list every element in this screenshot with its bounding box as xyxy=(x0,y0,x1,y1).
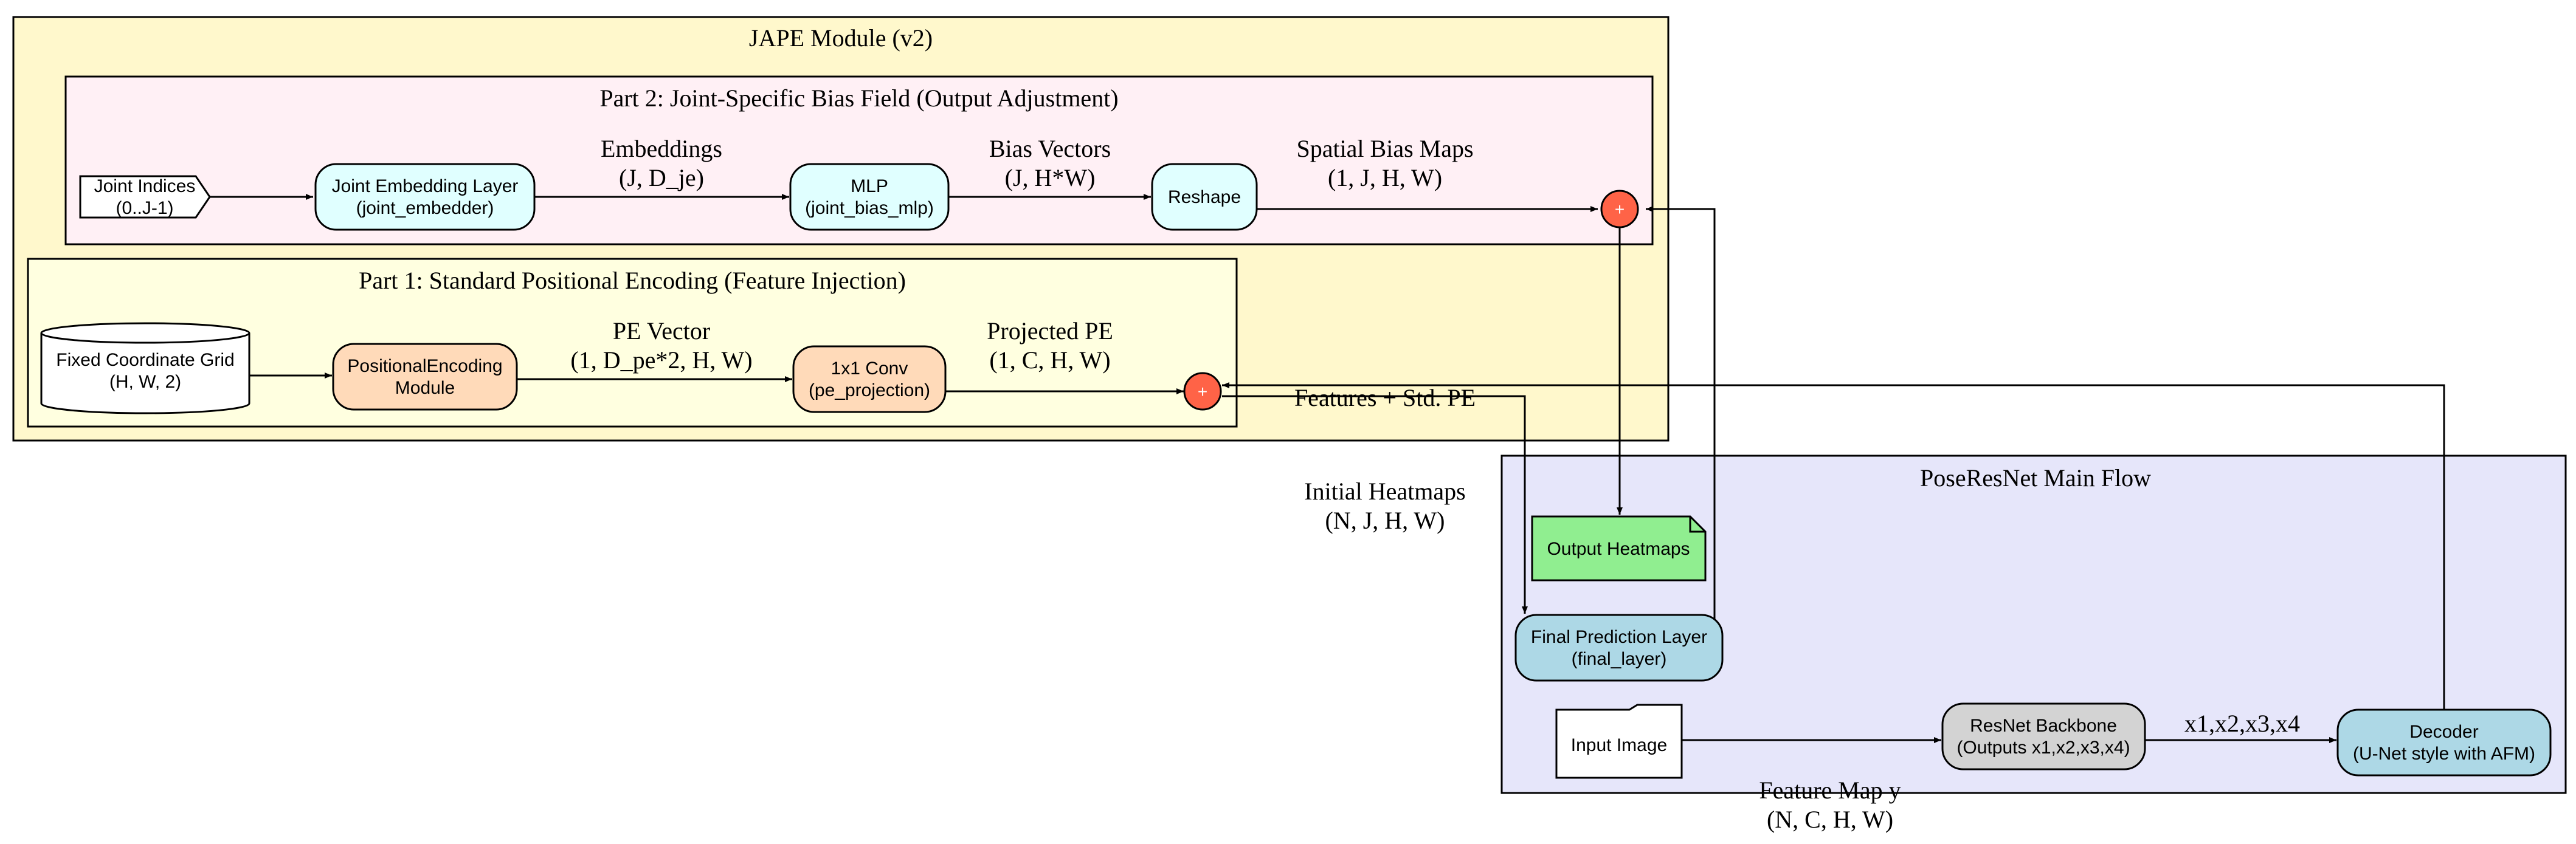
svg-text:1x1 Conv: 1x1 Conv xyxy=(831,359,908,379)
node-mlp: MLP (joint_bias_mlp) xyxy=(789,163,950,231)
svg-text:x1,x2,x3,x4: x1,x2,x3,x4 xyxy=(2184,710,2300,737)
edge-label-pe-vector: PE Vector (1, D_pe*2, H, W) xyxy=(570,317,752,374)
edge-final-layer-to-add-bias xyxy=(1646,206,1716,645)
svg-text:+: + xyxy=(1615,200,1625,219)
svg-text:(1, D_pe*2, H, W): (1, D_pe*2, H, W) xyxy=(570,346,752,374)
svg-text:(pe_projection): (pe_projection) xyxy=(809,380,930,400)
part2-title: Part 2: Joint-Specific Bias Field (Outpu… xyxy=(599,84,1118,112)
poseresnet-title: PoseResNet Main Flow xyxy=(1920,464,2151,492)
node-conv-1x1: 1x1 Conv (pe_projection) xyxy=(792,345,947,413)
svg-text:Bias Vectors: Bias Vectors xyxy=(989,135,1111,162)
svg-text:(J, H*W): (J, H*W) xyxy=(1005,164,1096,191)
svg-text:Features + Std. PE: Features + Std. PE xyxy=(1294,384,1476,411)
svg-text:Feature Map y: Feature Map y xyxy=(1759,777,1901,804)
svg-text:(J, D_je): (J, D_je) xyxy=(619,164,704,191)
svg-text:Initial Heatmaps: Initial Heatmaps xyxy=(1304,478,1465,505)
edge-label-bias-vectors: Bias Vectors (J, H*W) xyxy=(989,135,1111,191)
node-input-image: Input Image xyxy=(1555,704,1683,779)
node-resnet-backbone: ResNet Backbone (Outputs x1,x2,x3,x4) xyxy=(1941,702,2146,770)
node-fixed-coordinate-grid: Fixed Coordinate Grid (H, W, 2) xyxy=(40,322,250,414)
node-reshape: Reshape xyxy=(1151,163,1258,231)
edge-label-features-std-pe: Features + Std. PE xyxy=(1294,384,1476,411)
svg-text:Module: Module xyxy=(395,378,455,398)
svg-text:Fixed Coordinate Grid: Fixed Coordinate Grid xyxy=(56,350,234,370)
svg-text:(0..J-1): (0..J-1) xyxy=(116,198,173,218)
svg-text:Output Heatmaps: Output Heatmaps xyxy=(1547,539,1690,559)
svg-text:ResNet Backbone: ResNet Backbone xyxy=(1970,716,2117,736)
jape-module-title: JAPE Module (v2) xyxy=(749,24,933,52)
edge-decoder-to-add-pe xyxy=(1222,382,2445,710)
svg-text:+: + xyxy=(1198,382,1207,401)
edge-features-to-final-layer xyxy=(1222,395,1528,614)
svg-text:Embeddings: Embeddings xyxy=(601,135,722,162)
svg-text:(joint_embedder): (joint_embedder) xyxy=(356,198,494,218)
svg-text:Final Prediction Layer: Final Prediction Layer xyxy=(1531,627,1707,647)
svg-text:(joint_bias_mlp): (joint_bias_mlp) xyxy=(805,198,934,218)
edge-label-initial-heatmaps: Initial Heatmaps (N, J, H, W) xyxy=(1304,478,1465,534)
edge-label-projected-pe: Projected PE (1, C, H, W) xyxy=(987,317,1113,374)
node-final-prediction-layer: Final Prediction Layer (final_layer) xyxy=(1514,614,1724,682)
svg-text:(N, J, H, W): (N, J, H, W) xyxy=(1325,507,1445,534)
node-positional-encoding-module: PositionalEncoding Module xyxy=(332,343,518,411)
svg-text:(1, J, H, W): (1, J, H, W) xyxy=(1328,164,1442,191)
node-joint-indices: Joint Indices (0..J-1) xyxy=(79,175,211,219)
edge-label-feature-map: Feature Map y (N, C, H, W) xyxy=(1759,777,1901,833)
node-add-bias: + xyxy=(1600,190,1639,228)
svg-text:PE Vector: PE Vector xyxy=(613,317,710,345)
svg-text:(H, W, 2): (H, W, 2) xyxy=(109,372,181,392)
svg-text:Reshape: Reshape xyxy=(1168,187,1241,207)
edge-label-embeddings: Embeddings (J, D_je) xyxy=(601,135,722,191)
svg-text:PositionalEncoding: PositionalEncoding xyxy=(347,356,502,376)
svg-text:Joint Embedding Layer: Joint Embedding Layer xyxy=(332,176,519,196)
svg-text:Joint Indices: Joint Indices xyxy=(94,176,196,196)
svg-text:(final_layer): (final_layer) xyxy=(1572,649,1667,669)
svg-text:(Outputs x1,x2,x3,x4): (Outputs x1,x2,x3,x4) xyxy=(1956,738,2130,758)
svg-text:Decoder: Decoder xyxy=(2409,722,2478,742)
svg-text:Spatial Bias Maps: Spatial Bias Maps xyxy=(1296,135,1473,162)
svg-text:Input Image: Input Image xyxy=(1571,735,1667,755)
node-decoder: Decoder (U-Net style with AFM) xyxy=(2336,708,2552,777)
svg-text:(N, C, H, W): (N, C, H, W) xyxy=(1767,806,1893,833)
svg-text:MLP: MLP xyxy=(851,176,888,196)
svg-text:Projected PE: Projected PE xyxy=(987,317,1113,345)
edge-label-spatial-bias-maps: Spatial Bias Maps (1, J, H, W) xyxy=(1296,135,1473,191)
edge-label-backbone-outputs: x1,x2,x3,x4 xyxy=(2184,710,2300,737)
node-output-heatmaps: Output Heatmaps xyxy=(1531,515,1707,582)
svg-text:(U-Net style with AFM): (U-Net style with AFM) xyxy=(2353,744,2535,764)
part1-title: Part 1: Standard Positional Encoding (Fe… xyxy=(359,267,906,294)
svg-text:(1, C, H, W): (1, C, H, W) xyxy=(989,346,1110,374)
node-joint-embedding-layer: Joint Embedding Layer (joint_embedder) xyxy=(314,163,536,231)
node-add-pe: + xyxy=(1183,372,1222,411)
